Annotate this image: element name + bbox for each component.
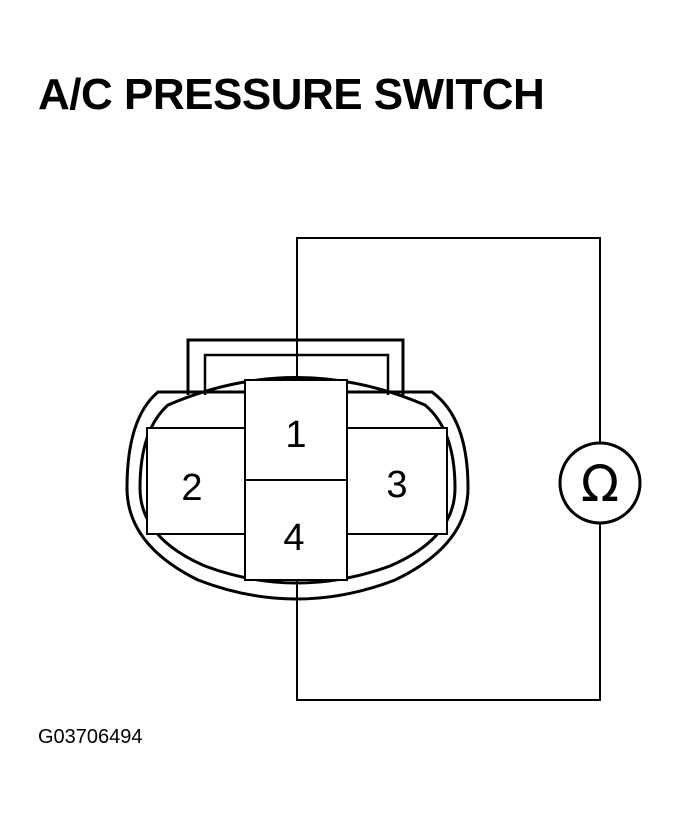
locking-tab bbox=[186, 338, 405, 395]
pin-label-4: 4 bbox=[283, 517, 304, 559]
upper-lead-wire bbox=[296, 237, 601, 448]
lower-lead-wire bbox=[296, 518, 601, 701]
figure-code: G03706494 bbox=[38, 726, 143, 748]
locking-tab-inner bbox=[203, 353, 390, 395]
pin-label-3: 3 bbox=[386, 464, 407, 506]
test-lead-wires bbox=[296, 237, 601, 701]
diagram-title: A/C PRESSURE SWITCH bbox=[38, 70, 545, 119]
connector-housing bbox=[125, 338, 470, 601]
terminal-cavity-4 bbox=[244, 479, 348, 581]
housing-inner bbox=[138, 376, 457, 585]
ohm-symbol-icon: Ω bbox=[581, 455, 619, 513]
pin-label-2: 2 bbox=[181, 467, 202, 509]
ohmmeter-circle bbox=[558, 441, 642, 525]
housing-outer bbox=[125, 390, 470, 601]
terminal-cavities bbox=[146, 379, 448, 581]
pin-label-1: 1 bbox=[285, 414, 306, 456]
ohmmeter: Ω bbox=[558, 441, 642, 525]
